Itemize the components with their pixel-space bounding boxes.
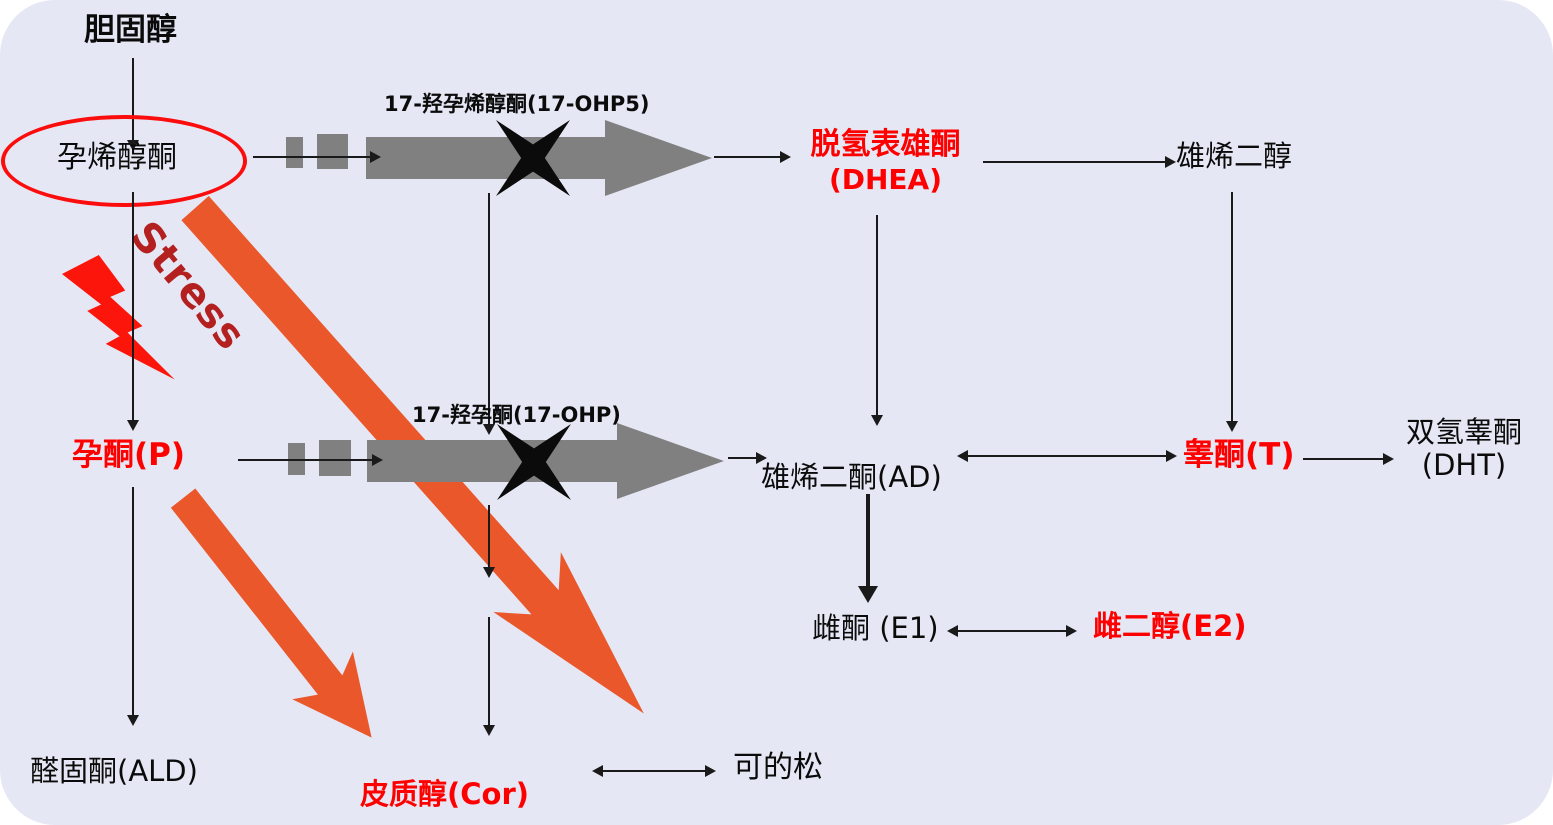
arrow-pregnenolone-to-progesterone [127,192,139,431]
dhea-abbr: (DHEA) [828,162,943,196]
pregnenolone-highlight-ellipse [1,115,247,207]
node-pregnenolone: 孕烯醇酮 [57,140,177,175]
label-17-ohp5: 17-羟孕烯醇酮(17-OHP5) [384,92,650,116]
block2-segment-2 [319,440,351,476]
node-aldosterone: 醛固酮(ALD) [30,754,198,788]
arrow-block1-to-17ohp [483,193,495,435]
arrow-to-dhea [714,151,791,163]
node-androstenediol: 雄烯二醇 [1176,139,1293,173]
arrow-block2-down-1 [483,505,495,578]
arrow-to-androstenedione [728,452,767,464]
arrow-dhea-to-androstenediol [983,156,1176,168]
block2-arrow-body [367,440,617,482]
dhea-name: 脱氢表雄酮 [810,127,961,162]
arrow-progesterone-to-aldosterone [127,487,139,726]
dht-name: 双氢睾酮 [1405,415,1522,449]
block1-arrow-head [605,120,712,196]
arrow-androstenediol-to-testosterone [1226,192,1238,432]
node-cortisone: 可的松 [733,750,823,785]
node-androstenedione: 雄烯二酮(AD) [761,460,942,494]
node-dhea: 脱氢表雄酮 (DHEA) [793,127,978,197]
node-cortisol: 皮质醇(Cor) [360,777,530,811]
label-17-ohp: 17-羟孕酮(17-OHP) [412,403,621,427]
block1-segment-2 [317,134,348,169]
arrow-testosterone-to-dht [1303,453,1394,465]
arrow-cortisol-cortisone [592,765,716,777]
block1-segment-1 [286,137,303,168]
arrow-down-to-cortisol [483,617,495,736]
arrow-androstenedione-testosterone [957,450,1177,462]
block1-arrow-body [366,137,607,179]
arrow-dhea-to-androstenedione [871,215,883,426]
dht-abbr: (DHT) [1421,448,1507,483]
node-estradiol: 雌二醇(E2) [1093,609,1247,643]
node-dht: 双氢睾酮 (DHT) [1388,415,1540,483]
node-progesterone: 孕酮(P) [72,437,186,473]
line-progesterone-to-block2 [238,454,383,466]
node-cholesterol: 胆固醇 [84,12,177,48]
arrow-estrone-estradiol [947,625,1077,637]
node-testosterone: 睾酮(T) [1183,437,1295,473]
line-pregnenolone-to-block1 [253,151,381,163]
arrow-androstenedione-to-estrone [858,494,878,603]
block2-arrow-head [617,423,724,499]
node-estrone: 雌酮 (E1) [812,611,939,645]
